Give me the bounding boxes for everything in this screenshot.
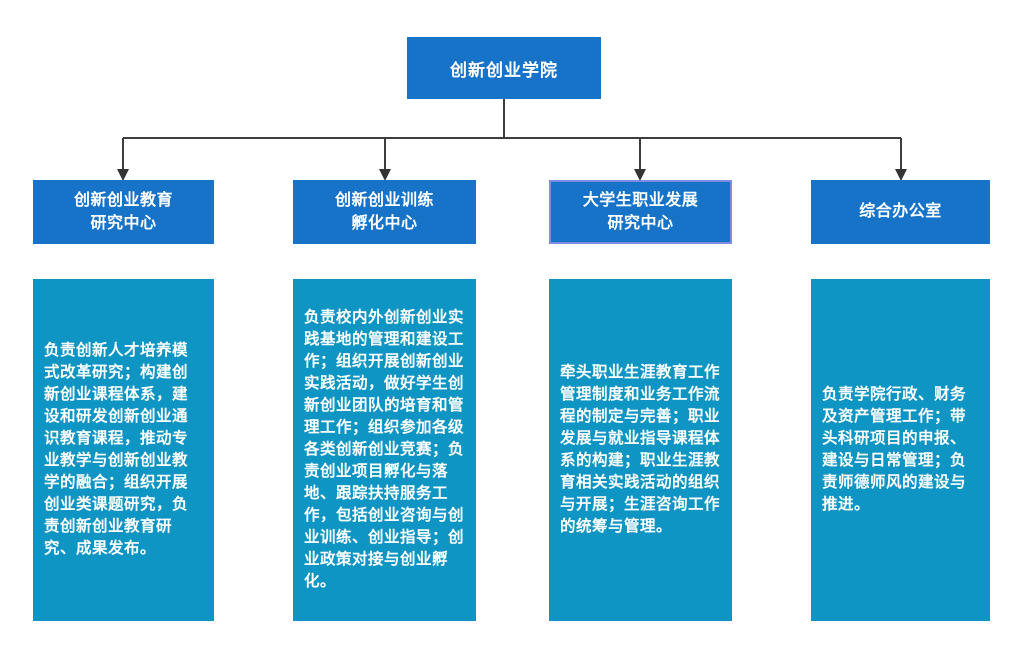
branch-node-education-research-center[interactable]: 创新创业教育 研究中心 xyxy=(33,180,214,244)
branch-title-line2: 孵化中心 xyxy=(351,215,418,232)
branch-description-text: 牵头职业生涯教育工作管理制度和业务工作流程的制定与完善；职业发展与就业指导课程体… xyxy=(560,364,721,535)
branch-title-line2: 研究中心 xyxy=(607,215,674,232)
branch-title-line1: 大学生职业发展 xyxy=(582,191,699,209)
root-node-college[interactable]: 创新创业学院 xyxy=(407,37,601,99)
branch-description-text: 负责创新人才培养模式改革研究；构建创新创业课程体系，建设和研发创新创业通识教育课… xyxy=(44,342,189,557)
branch-description-career-development-center[interactable]: 牵头职业生涯教育工作管理制度和业务工作流程的制定与完善；职业发展与就业指导课程体… xyxy=(549,279,732,621)
branch-description-education-research-center[interactable]: 负责创新人才培养模式改革研究；构建创新创业课程体系，建设和研发创新创业通识教育课… xyxy=(33,279,214,621)
branch-node-career-development-center[interactable]: 大学生职业发展 研究中心 xyxy=(549,180,732,244)
root-node-label: 创新创业学院 xyxy=(450,60,558,80)
branch-node-training-incubation-center[interactable]: 创新创业训练 孵化中心 xyxy=(293,180,476,244)
branch-description-training-incubation-center[interactable]: 负责校内外创新创业实践基地的管理和建设工作；组织开展创新创业实践活动，做好学生创… xyxy=(293,279,476,621)
branch-title-line1: 创新创业训练 xyxy=(334,191,434,209)
branch-title-line2: 研究中心 xyxy=(90,215,157,232)
branch-description-text: 负责学院行政、财务及资产管理工作；带头科研项目的申报、建设与日常管理；负责师德师… xyxy=(822,386,967,513)
branch-title-line1: 创新创业教育 xyxy=(73,191,173,209)
branch-description-general-office[interactable]: 负责学院行政、财务及资产管理工作；带头科研项目的申报、建设与日常管理；负责师德师… xyxy=(811,279,990,621)
branch-description-text: 负责校内外创新创业实践基地的管理和建设工作；组织开展创新创业实践活动，做好学生创… xyxy=(304,309,465,590)
branch-title-line1: 综合办公室 xyxy=(859,203,942,221)
branch-node-general-office[interactable]: 综合办公室 xyxy=(811,180,990,244)
